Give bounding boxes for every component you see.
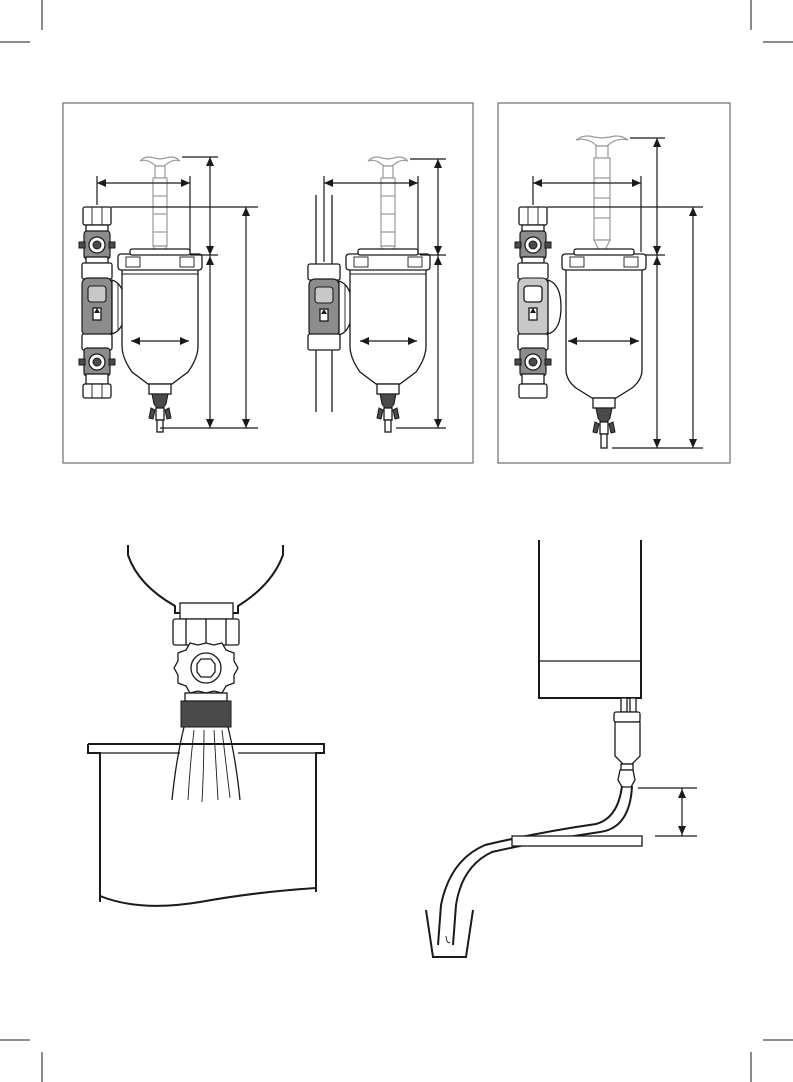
filter-inline-pipe-figure [308,157,446,432]
filter-tall-variant-figure [515,136,703,448]
filter-with-valves-figure [79,157,258,432]
draining-into-bucket-figure [88,545,324,906]
draining-via-hose-figure [426,540,697,957]
